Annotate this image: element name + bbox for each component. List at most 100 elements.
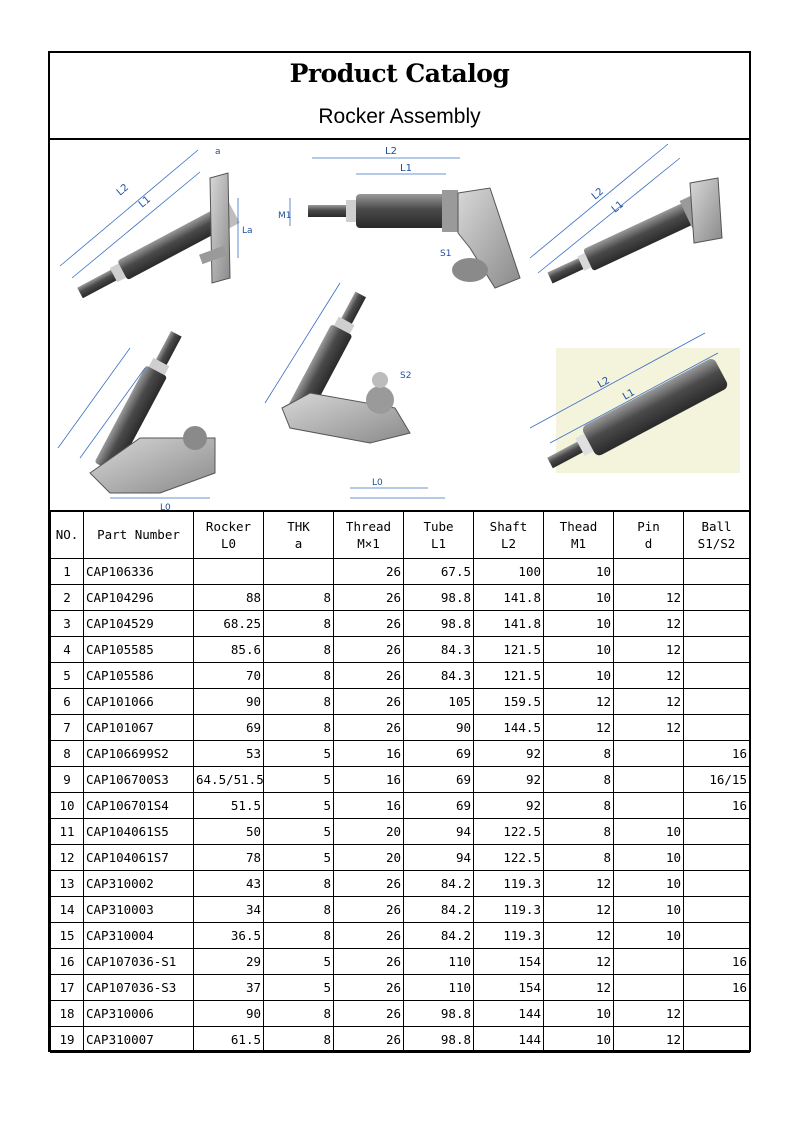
label-a: a <box>215 147 221 157</box>
table-cell: 69 <box>193 714 264 741</box>
table-cell: 12 <box>543 974 614 1001</box>
table-cell <box>683 922 750 949</box>
table-cell: CAP104061S7 <box>83 844 194 871</box>
table-cell: 10 <box>613 896 684 923</box>
drawing-1: L2 L1 La a <box>59 147 253 299</box>
column-header-line1: Pin <box>637 518 660 534</box>
table-cell: 5 <box>263 974 334 1001</box>
column-header-line1: Tube <box>423 518 454 534</box>
table-cell: 10 <box>613 922 684 949</box>
table-cell: 10 <box>543 1026 614 1053</box>
label-l2-b: L2 <box>385 146 397 157</box>
table-cell: 84.2 <box>403 922 474 949</box>
table-cell: 2 <box>50 584 84 611</box>
table-cell: 92 <box>473 766 544 793</box>
table-cell: 8 <box>263 584 334 611</box>
table-cell: 84.2 <box>403 896 474 923</box>
table-cell: 29 <box>193 948 264 975</box>
table-cell: 8 <box>263 1000 334 1027</box>
drawing-5: L0 S2 <box>264 282 445 499</box>
table-cell <box>263 558 334 585</box>
table-cell: 17 <box>50 974 84 1001</box>
table-cell: 5 <box>263 740 334 767</box>
table-cell <box>683 636 750 663</box>
table-cell: 16 <box>683 740 750 767</box>
table-cell: 10 <box>543 1000 614 1027</box>
table-cell <box>193 558 264 585</box>
table-cell: 8 <box>543 792 614 819</box>
table-cell: 53 <box>193 740 264 767</box>
table-cell: 92 <box>473 792 544 819</box>
table-cell: 100 <box>473 558 544 585</box>
table-cell: 8 <box>263 1026 334 1053</box>
table-cell: 98.8 <box>403 610 474 637</box>
label-s2-e: S2 <box>400 371 411 381</box>
table-cell: CAP104296 <box>83 584 194 611</box>
column-header-line1: Thead <box>559 518 598 534</box>
table-cell: 26 <box>333 1026 404 1053</box>
table-cell: 8 <box>263 688 334 715</box>
table-cell: CAP310002 <box>83 870 194 897</box>
table-cell: 12 <box>543 896 614 923</box>
table-cell: 26 <box>333 1000 404 1027</box>
table-cell <box>613 948 684 975</box>
table-cell: 5 <box>50 662 84 689</box>
table-cell: 14 <box>50 896 84 923</box>
table-cell: CAP106701S4 <box>83 792 194 819</box>
table-cell: 69 <box>403 766 474 793</box>
table-cell: 12 <box>613 714 684 741</box>
table-cell <box>683 662 750 689</box>
table-cell: 19 <box>50 1026 84 1053</box>
table-cell: 68.25 <box>193 610 264 637</box>
table-cell: 98.8 <box>403 1000 474 1027</box>
column-header-line2: a <box>294 535 303 551</box>
column-header-line1: Thread <box>345 518 392 534</box>
table-cell <box>683 558 750 585</box>
table-cell: 26 <box>333 688 404 715</box>
table-cell: 12 <box>50 844 84 871</box>
table-cell: CAP107036-S3 <box>83 974 194 1001</box>
table-cell: 119.3 <box>473 922 544 949</box>
page-subtitle: Rocker Assembly <box>318 105 481 128</box>
table-cell <box>683 688 750 715</box>
table-cell: 20 <box>333 818 404 845</box>
table-cell: 18 <box>50 1000 84 1027</box>
column-header-line1: Part Number <box>97 527 180 542</box>
table-cell: 90 <box>193 688 264 715</box>
column-header-line2: d <box>644 535 653 551</box>
table-cell: 84.3 <box>403 662 474 689</box>
table-cell: 94 <box>403 844 474 871</box>
label-m1-b: M1 <box>278 211 292 221</box>
table-cell: CAP105586 <box>83 662 194 689</box>
table-cell <box>683 610 750 637</box>
table-cell: CAP107036-S1 <box>83 948 194 975</box>
table-cell: 5 <box>263 766 334 793</box>
column-header-line1: Ball <box>701 518 732 534</box>
table-cell: 12 <box>613 662 684 689</box>
table-cell: CAP310007 <box>83 1026 194 1053</box>
table-cell: 141.8 <box>473 610 544 637</box>
table-cell <box>613 974 684 1001</box>
table-cell: 119.3 <box>473 870 544 897</box>
table-cell: 144 <box>473 1026 544 1053</box>
table-cell: 26 <box>333 922 404 949</box>
table-cell: 12 <box>613 584 684 611</box>
table-cell: 16 <box>683 974 750 1001</box>
drawing-6: L2 L1 <box>529 332 740 473</box>
label-l2: L2 <box>115 182 131 198</box>
